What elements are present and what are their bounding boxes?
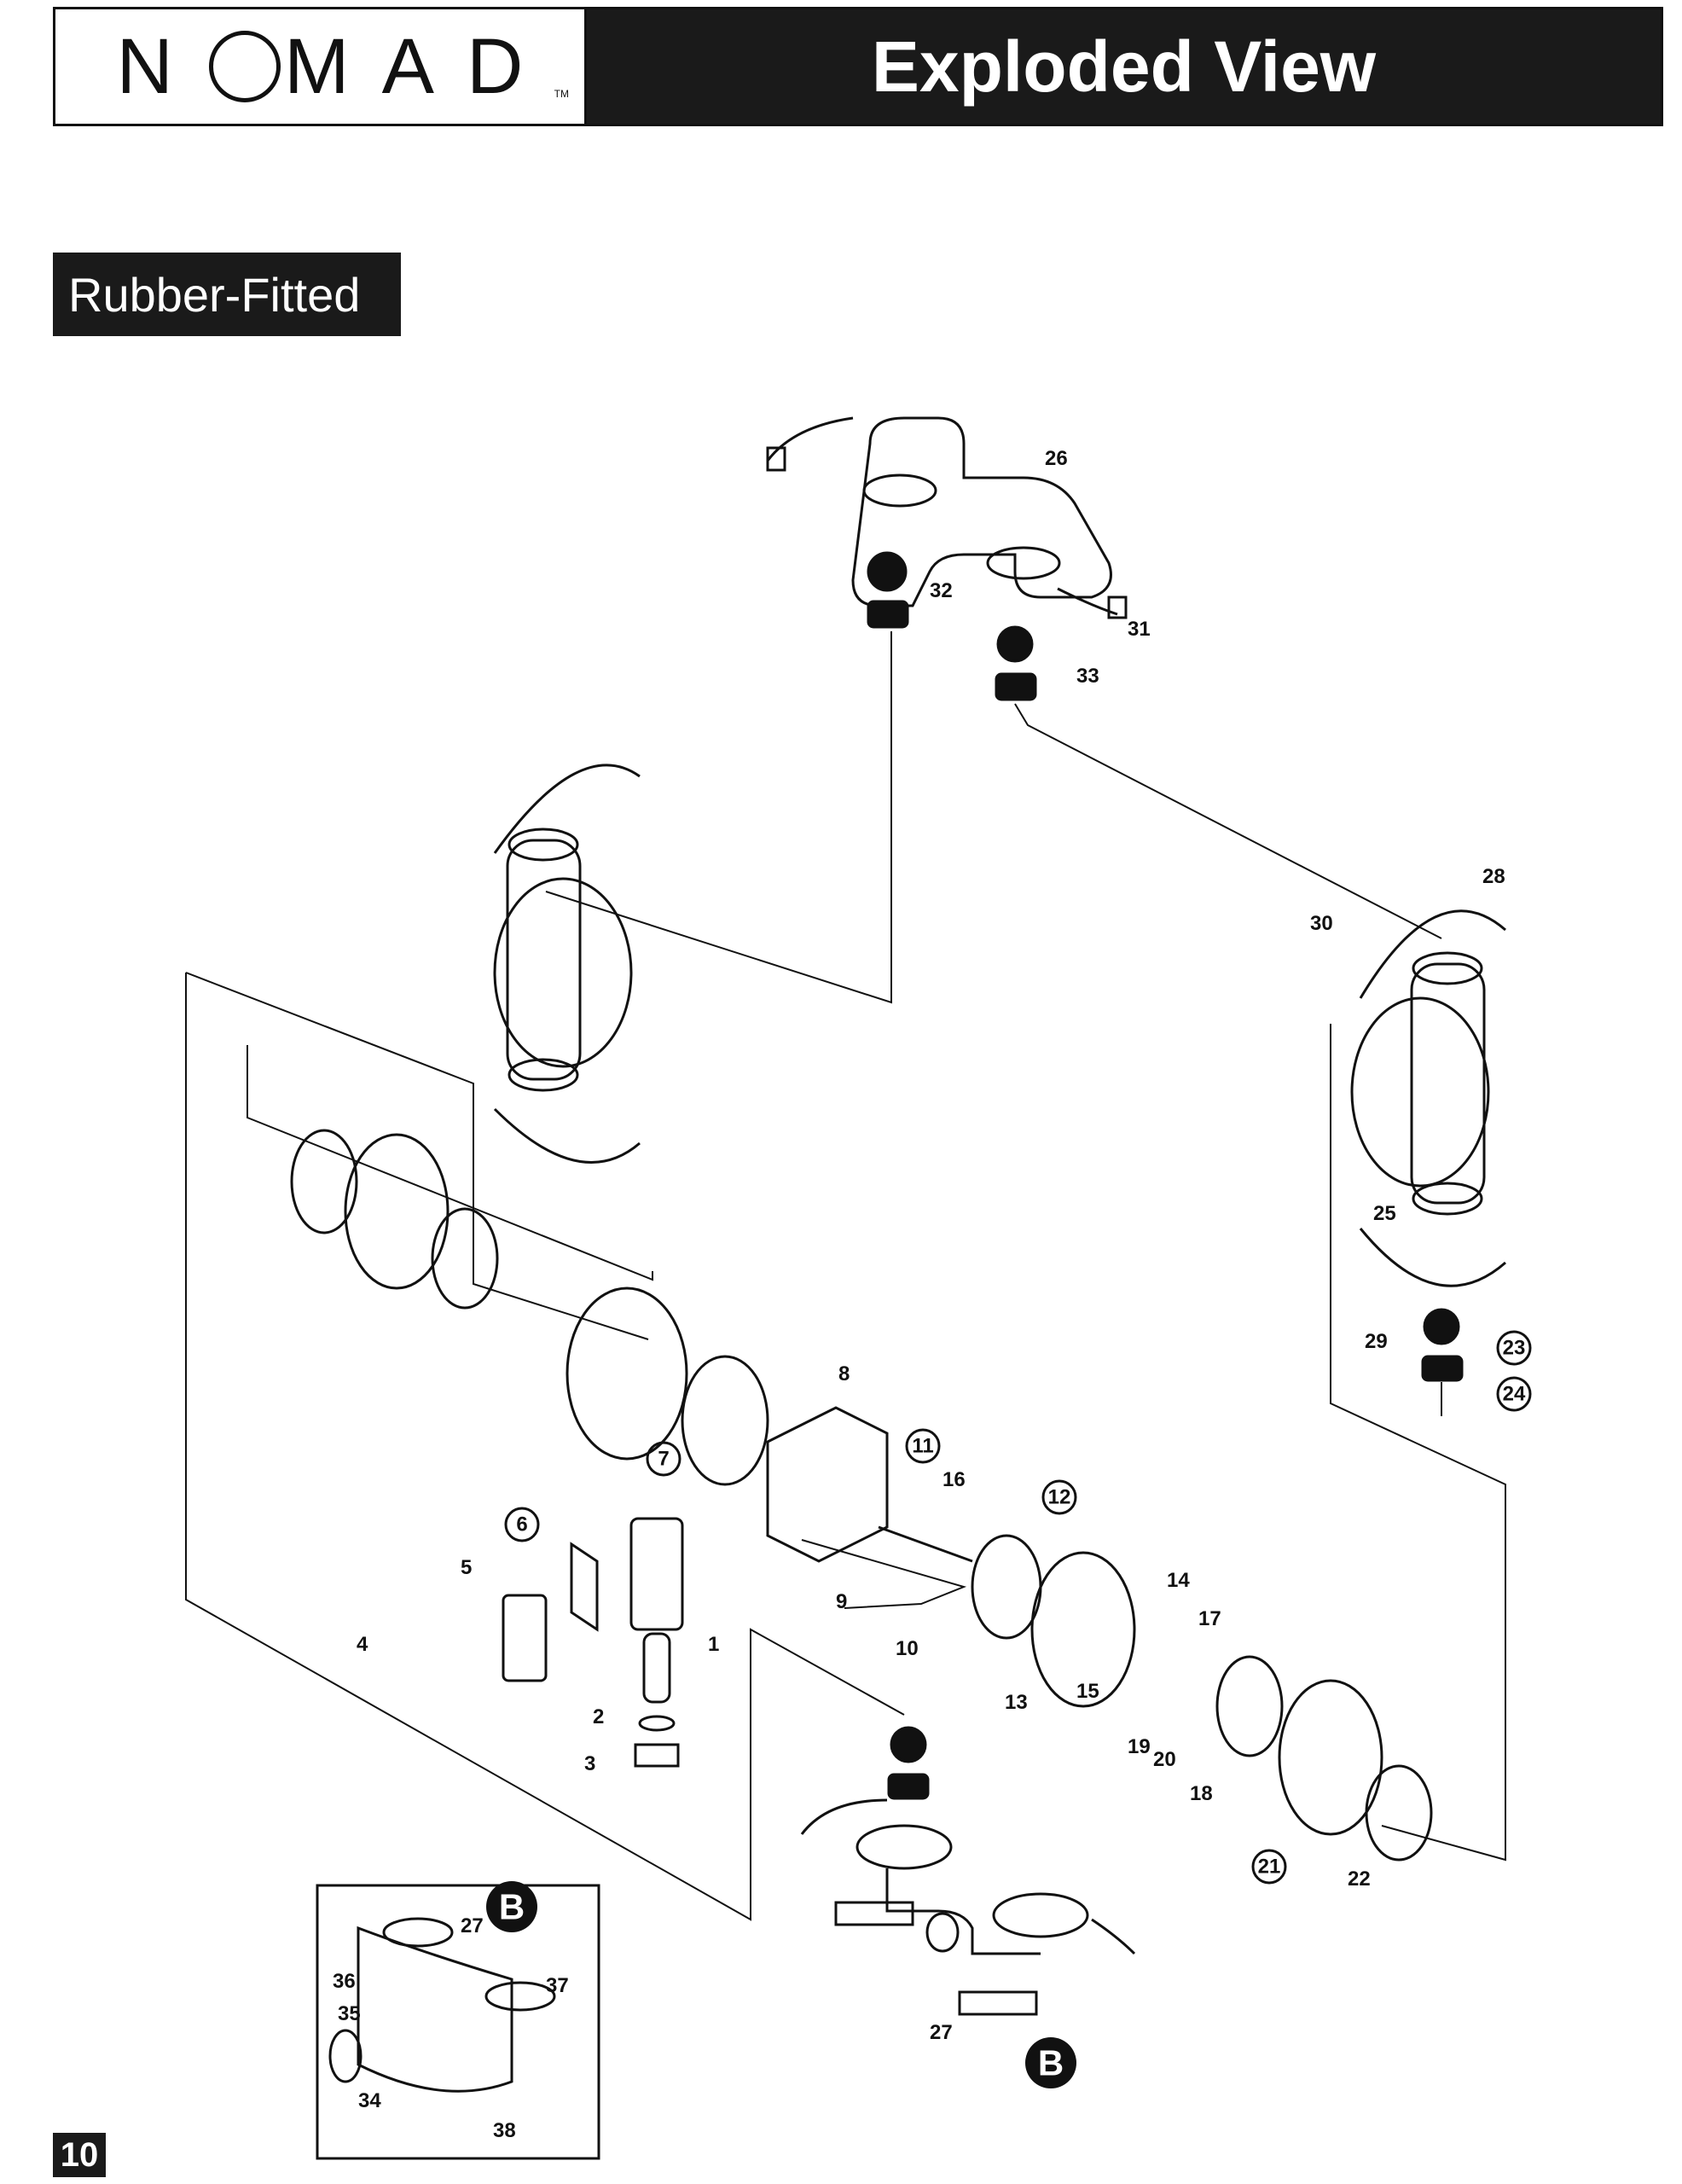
callout-38: 38 [493, 2119, 516, 2142]
valve-seat-top-right [995, 672, 1037, 701]
callout-14: 14 [1167, 1569, 1190, 1592]
callout-22: 22 [1348, 1867, 1371, 1891]
callout-23: 23 [1503, 1337, 1526, 1360]
callout-5: 5 [461, 1556, 472, 1579]
detail-b-marker-inset-text: B [499, 1887, 525, 1927]
callout-15: 15 [1076, 1680, 1099, 1703]
center-section [502, 1406, 973, 1768]
callout-30: 30 [1310, 912, 1333, 935]
callout-28: 28 [1482, 865, 1505, 888]
callout-11: 11 [912, 1435, 933, 1458]
brand-logo: N MAD TM [55, 9, 587, 124]
callout-26: 26 [1045, 447, 1068, 470]
callout-29: 29 [1365, 1330, 1388, 1353]
callout-3: 3 [584, 1752, 595, 1775]
callout-27-main: 27 [930, 2021, 953, 2044]
callout-36: 36 [333, 1970, 356, 1993]
callout-labels: 26 32 31 33 28 30 25 29 8 16 5 9 14 17 1… [333, 447, 1505, 2142]
callout-4: 4 [357, 1633, 368, 1656]
callout-7: 7 [658, 1448, 669, 1471]
callout-24: 24 [1503, 1383, 1526, 1406]
valve-seat-right [1421, 1355, 1464, 1382]
detail-b-marker-main: B [1025, 2037, 1076, 2088]
callout-35: 35 [338, 2002, 361, 2025]
assembly-lines [185, 631, 1506, 1921]
callout-6: 6 [516, 1513, 527, 1536]
circled-callouts [504, 1330, 1532, 1885]
callout-21: 21 [1258, 1856, 1281, 1879]
trademark-mark: TM [554, 88, 569, 100]
brand-wordmark: N MAD [84, 22, 556, 112]
callout-37: 37 [546, 1974, 569, 1997]
callout-19: 19 [1128, 1735, 1151, 1758]
callout-33: 33 [1076, 665, 1099, 688]
left-outer-chamber [493, 764, 641, 1164]
intake-manifold [800, 1798, 1136, 2016]
left-diaphragm-stack [290, 1129, 769, 1486]
detail-b-marker-main-text: B [1038, 2043, 1064, 2083]
callout-10: 10 [896, 1637, 919, 1660]
discharge-manifold [766, 416, 1128, 619]
callout-9: 9 [836, 1590, 847, 1613]
callout-27-inset: 27 [461, 1914, 484, 1937]
callout-13: 13 [1005, 1691, 1028, 1714]
callout-2: 2 [593, 1705, 604, 1728]
callout-32: 32 [930, 579, 953, 602]
right-outer-chamber [1350, 909, 1506, 1287]
callout-18: 18 [1190, 1782, 1213, 1805]
callout-34: 34 [358, 2089, 381, 2112]
detail-b-manifold [357, 1926, 513, 2093]
callout-20: 20 [1153, 1748, 1176, 1771]
brand-letter-n: N [116, 22, 206, 110]
valve-seat-top-left [867, 600, 909, 629]
callout-31: 31 [1128, 618, 1151, 641]
check-ball-right [1423, 1308, 1460, 1345]
section-tab: Rubber-Fitted [53, 253, 401, 336]
valve-seat-bottom-left [887, 1773, 930, 1800]
detail-b-marker-inset: B [486, 1881, 537, 1932]
callout-1: 1 [708, 1633, 719, 1656]
check-ball-top-right [996, 625, 1034, 663]
page-header: N MAD TM Exploded View [53, 7, 1663, 126]
callout-17: 17 [1198, 1607, 1221, 1630]
detail-b-box [316, 1884, 600, 2160]
title-bar: Exploded View [587, 9, 1661, 124]
right-diaphragm-stack [971, 1534, 1433, 1862]
check-ball-bottom-left [890, 1726, 927, 1763]
brand-o-circle-icon [209, 31, 281, 103]
page-title: Exploded View [871, 26, 1377, 107]
callout-12: 12 [1048, 1486, 1071, 1509]
brand-letters-mad: MAD [284, 22, 556, 110]
callout-16: 16 [942, 1468, 966, 1491]
callout-8: 8 [838, 1362, 850, 1385]
callout-25: 25 [1373, 1202, 1396, 1225]
page-number: 10 [53, 2133, 106, 2177]
check-ball-top-left [867, 551, 908, 592]
